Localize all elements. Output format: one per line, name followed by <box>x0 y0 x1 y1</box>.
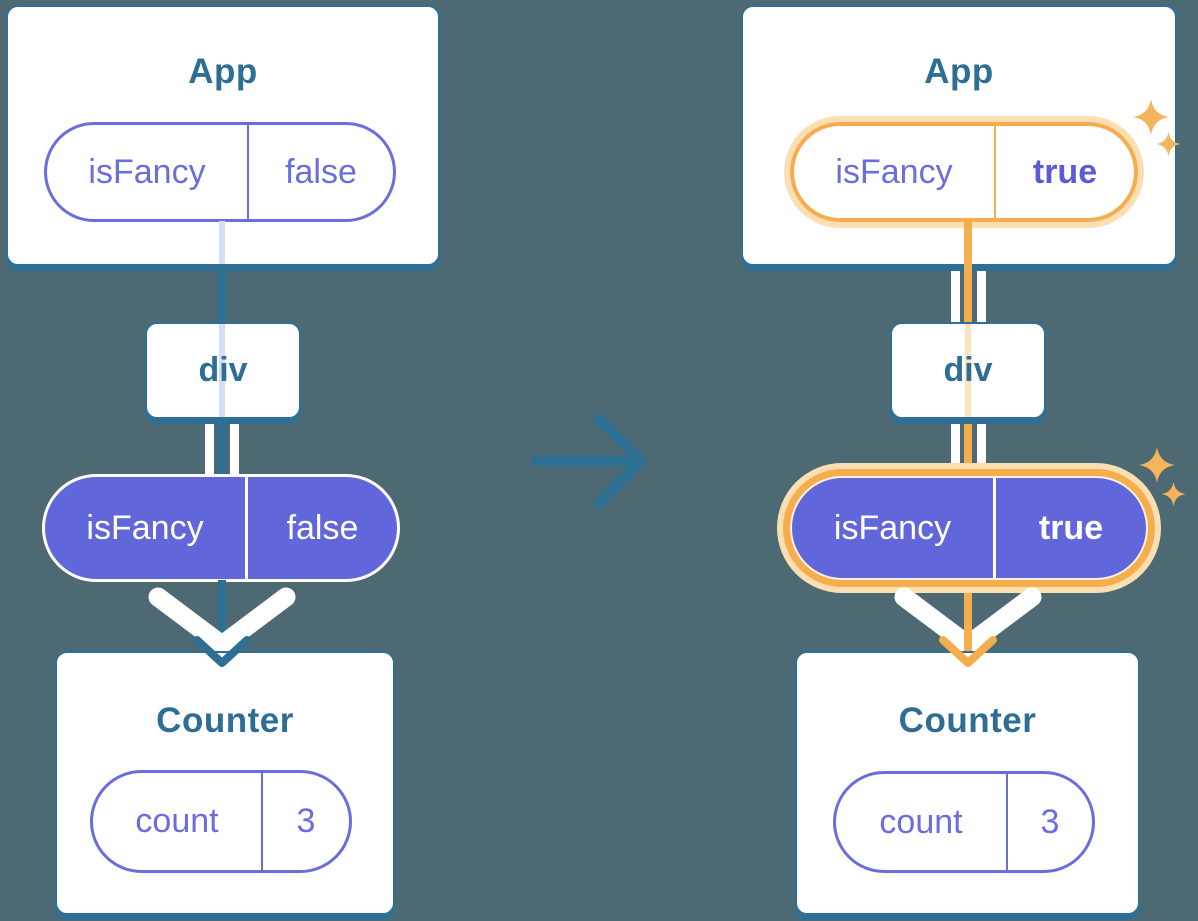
pill-value-label: 3 <box>1040 802 1060 841</box>
prop-flow-chevron-icon <box>148 587 296 655</box>
passed-prop-pill-after: isFancy true <box>790 476 1148 580</box>
state-line-overlay-after <box>964 593 972 652</box>
state-line-div-pill-after <box>964 424 972 469</box>
edge-app-div-before <box>218 264 226 324</box>
sparkle-icon-large <box>1139 447 1175 483</box>
pill-key-label: count <box>93 773 263 870</box>
state-pill-count-before: count 3 <box>90 770 352 873</box>
counter-title-after: Counter <box>898 701 1037 740</box>
prop-line-left-after <box>951 424 960 469</box>
passed-prop-pill-before: isFancy false <box>42 474 400 582</box>
pill-value-label: 3 <box>296 802 316 840</box>
state-arrowhead-icon-after <box>939 636 997 667</box>
div-label-after: div <box>943 351 993 389</box>
pill-key-label: isFancy <box>792 478 996 578</box>
pill-key-label: isFancy <box>47 125 249 219</box>
state-line-app-div-after <box>964 271 972 324</box>
state-line-in-div-after <box>965 324 971 417</box>
app-title-before: App <box>188 52 258 91</box>
state-line-in-div-before <box>219 324 225 417</box>
pill-value-label: false <box>285 152 357 191</box>
prop-line-right-after <box>977 424 986 469</box>
state-pill-isfancy-before: isFancy false <box>44 122 396 222</box>
sparkle-icon-small <box>1156 132 1181 156</box>
state-pill-count-after: count 3 <box>833 771 1095 873</box>
state-line-pill-counter-before <box>218 580 226 652</box>
sparkle-icon-large <box>1133 99 1169 135</box>
prop-line-right-after <box>977 271 986 324</box>
state-line-in-app-before <box>219 221 225 264</box>
state-line-div-pill-before <box>218 424 226 475</box>
app-title-after: App <box>924 52 994 91</box>
transition-arrow-icon <box>530 413 647 509</box>
sparkle-icon-small <box>1161 482 1186 506</box>
pill-key-label: isFancy <box>45 477 248 579</box>
state-arrowhead-icon-before <box>193 636 251 667</box>
state-pill-isfancy-after: isFancy true <box>790 122 1138 222</box>
div-label-before: div <box>198 351 248 389</box>
prop-line-left-before <box>205 424 214 475</box>
counter-title-before: Counter <box>156 701 294 740</box>
pill-value-label: true <box>1032 152 1098 191</box>
prop-line-left-after <box>951 271 960 324</box>
prop-line-right-before <box>230 424 239 475</box>
pill-value-label: true <box>1038 508 1104 547</box>
pill-key-label: isFancy <box>794 126 996 218</box>
pill-value-label: false <box>286 508 359 547</box>
state-line-in-app-after <box>964 222 972 271</box>
pill-key-label: count <box>836 774 1008 870</box>
